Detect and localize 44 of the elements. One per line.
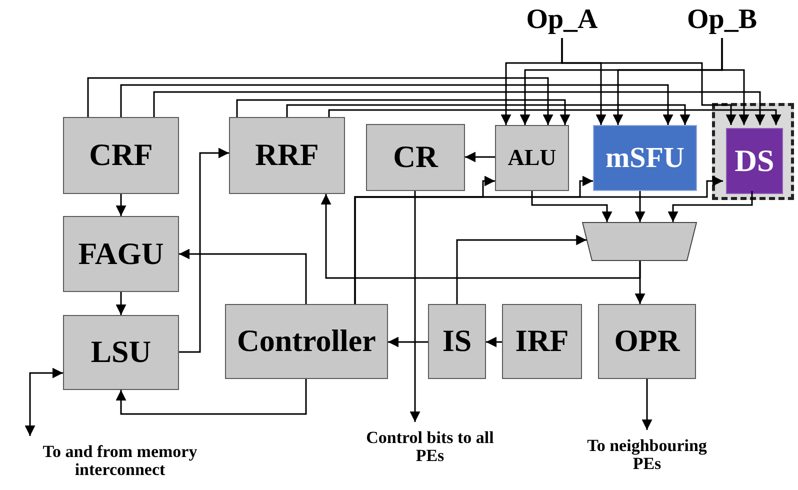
unit-block: FAGU bbox=[63, 216, 179, 292]
arrow bbox=[179, 148, 229, 353]
arrow bbox=[320, 194, 641, 279]
arrow bbox=[24, 368, 63, 436]
arrow bbox=[286, 104, 690, 125]
arrow bbox=[116, 292, 126, 315]
arrow bbox=[153, 91, 766, 125]
arrow bbox=[465, 152, 495, 162]
multiplexer-trapezoid bbox=[582, 222, 697, 261]
arrow bbox=[87, 77, 554, 125]
arrow bbox=[634, 191, 646, 222]
arrow bbox=[328, 109, 782, 125]
arrow bbox=[721, 38, 750, 125]
arrow bbox=[120, 84, 674, 125]
operand-label: Op_A bbox=[522, 2, 602, 38]
arrow bbox=[236, 99, 570, 125]
output-label: Control bits to all PEs bbox=[352, 422, 508, 472]
output-label: To neighbouring PEs bbox=[577, 430, 717, 480]
arrow bbox=[388, 336, 428, 348]
unit-block: IRF bbox=[502, 304, 582, 379]
output-label: To and from memory interconnect bbox=[10, 436, 230, 486]
unit-block: Controller bbox=[225, 304, 388, 379]
arrow bbox=[531, 191, 612, 222]
unit-block: ALU bbox=[495, 125, 569, 191]
arrow bbox=[354, 176, 723, 304]
unit-block: LSU bbox=[63, 315, 179, 390]
arrow bbox=[116, 379, 307, 415]
unit-block: OPR bbox=[598, 304, 696, 379]
unit-block: CRF bbox=[63, 117, 179, 194]
arrow bbox=[668, 191, 753, 222]
unit-block: DS bbox=[726, 128, 783, 194]
unit-block: RRF bbox=[229, 117, 345, 194]
arrow bbox=[179, 248, 307, 304]
dashed-group-box bbox=[712, 103, 794, 200]
unit-block: CR bbox=[366, 124, 465, 191]
arrow bbox=[486, 336, 502, 348]
unit-block: mSFU bbox=[593, 125, 697, 191]
unit-block: IS bbox=[428, 304, 486, 379]
arrow bbox=[456, 234, 587, 304]
arrow bbox=[410, 191, 420, 422]
arrow bbox=[116, 194, 126, 216]
arrow bbox=[642, 379, 652, 430]
operand-label: Op_B bbox=[682, 2, 762, 38]
arrow bbox=[561, 38, 736, 125]
